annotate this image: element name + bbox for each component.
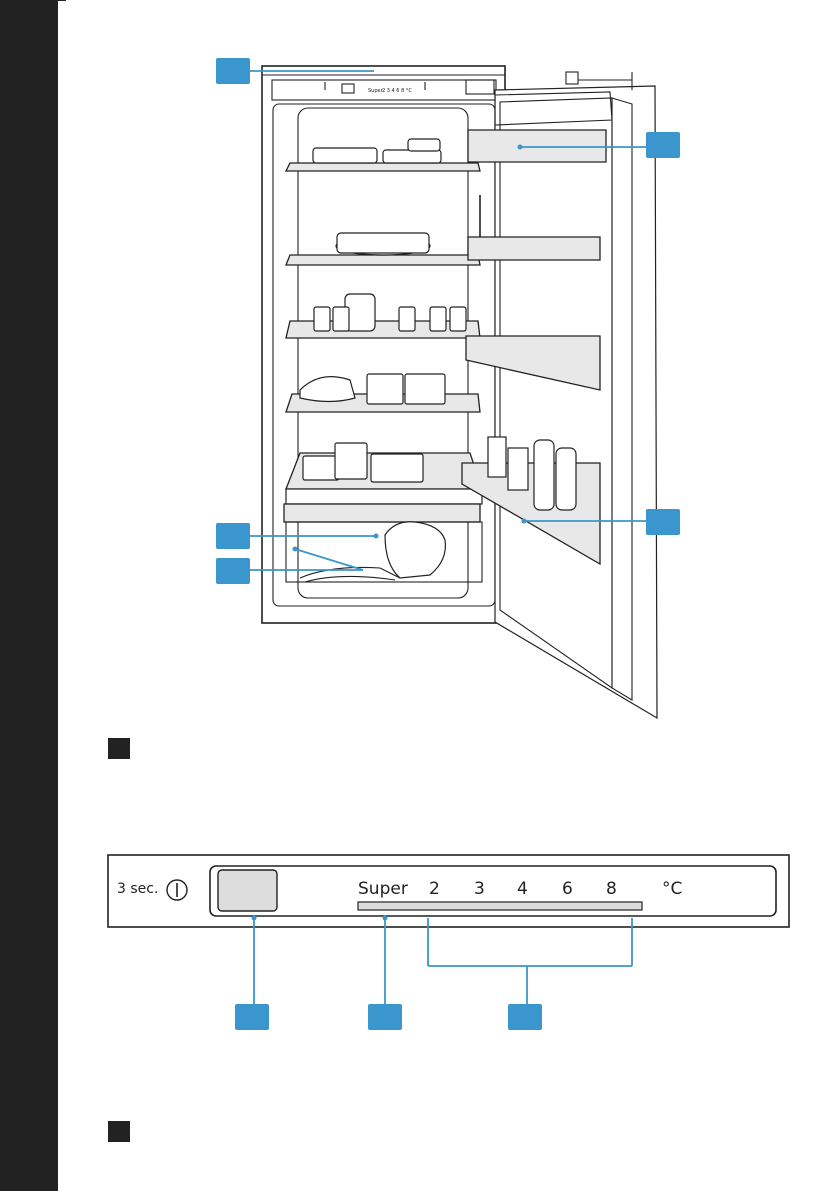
callout-bottle-shelf bbox=[646, 509, 680, 535]
callout-crisper-cover bbox=[216, 523, 250, 549]
callout-crisper-drawer bbox=[216, 558, 250, 584]
fridge-door bbox=[462, 72, 657, 718]
mini-scale-label: 2 3 4 6 8 °C bbox=[382, 88, 412, 94]
temp-3: 3 bbox=[474, 879, 485, 899]
callout-control-panel bbox=[216, 58, 250, 84]
callout-super-indicator bbox=[368, 1004, 402, 1030]
shelves bbox=[284, 163, 482, 582]
control-panel-diagram bbox=[108, 855, 789, 1004]
temp-8: 8 bbox=[606, 879, 617, 899]
section-marker bbox=[108, 1121, 130, 1142]
temp-4: 4 bbox=[517, 879, 528, 899]
callout-temperature-scale bbox=[508, 1004, 542, 1030]
temp-2: 2 bbox=[429, 879, 440, 899]
section-marker bbox=[108, 738, 130, 759]
unit-label: °C bbox=[662, 879, 682, 899]
super-label: Super bbox=[358, 879, 408, 899]
hold-duration-label: 3 sec. bbox=[117, 881, 158, 897]
callout-door-shelf-top bbox=[646, 132, 680, 158]
callout-button bbox=[235, 1004, 269, 1030]
temp-6: 6 bbox=[562, 879, 573, 899]
